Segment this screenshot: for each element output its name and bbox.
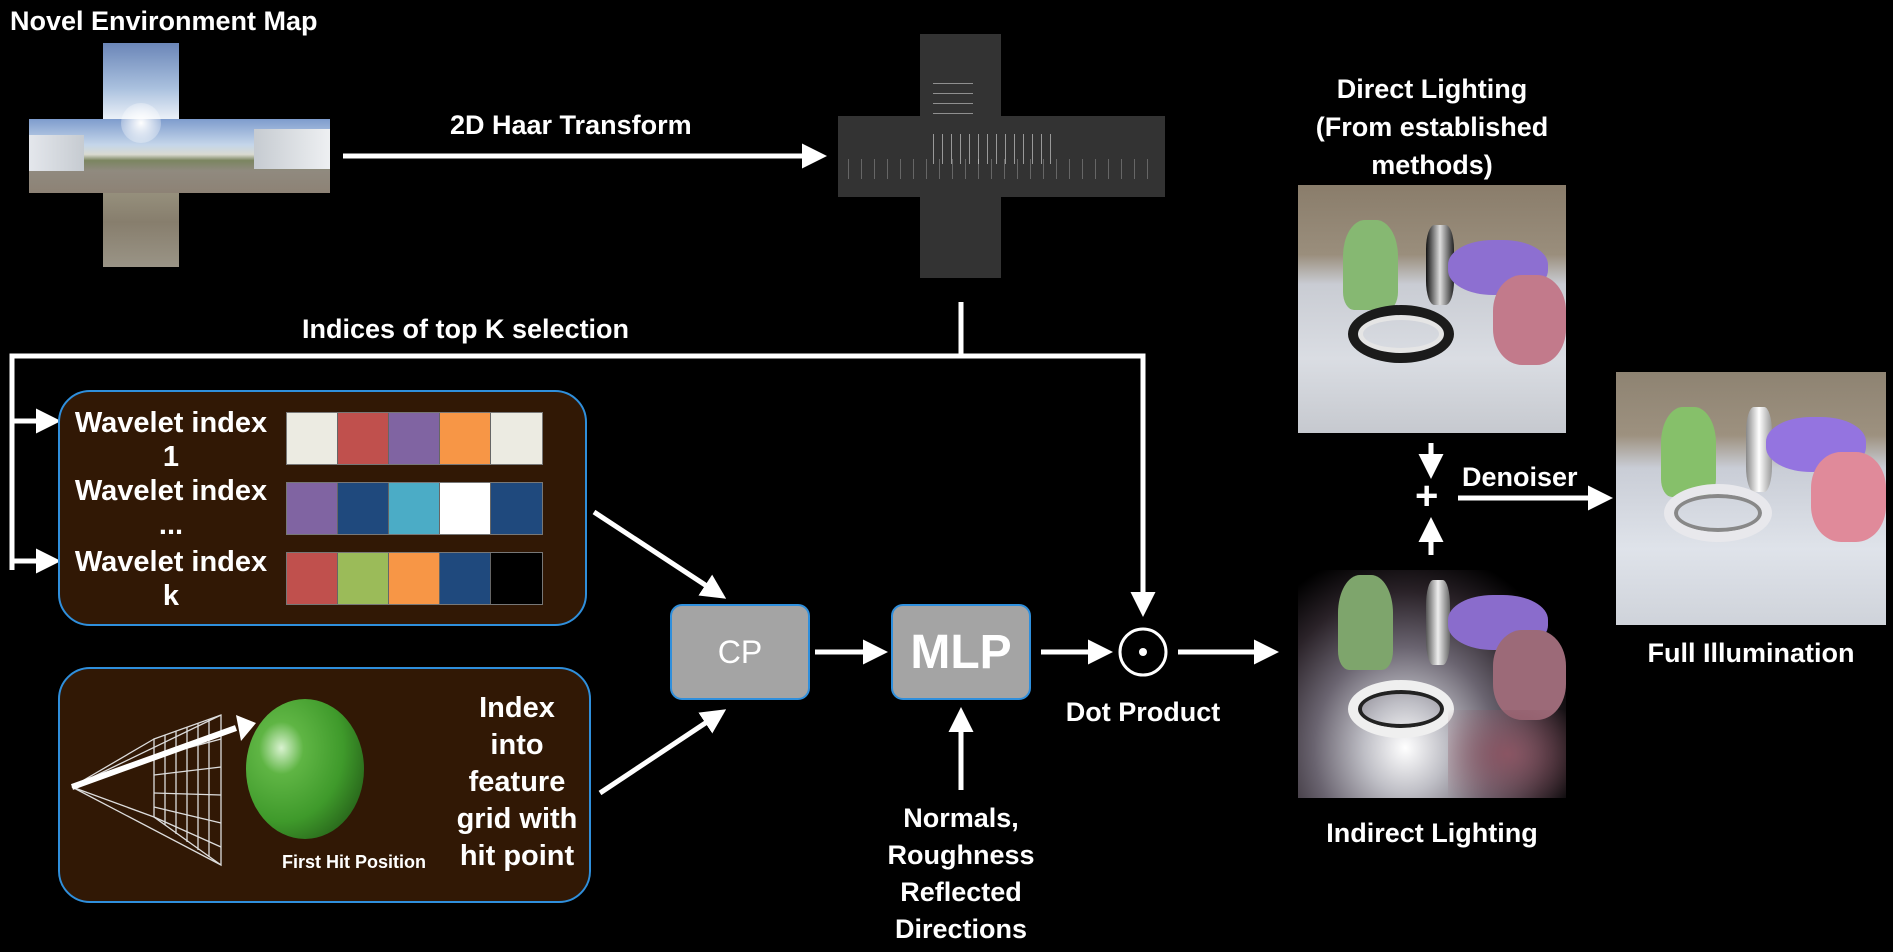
text-line: Directions	[894, 914, 1028, 944]
env-map-title: Novel Environment Map	[10, 6, 318, 36]
wavelet-row-k-features	[286, 552, 543, 605]
text-line: grid with	[456, 803, 578, 835]
text-line: Index	[479, 692, 555, 724]
feature-swatch	[491, 413, 542, 464]
text-line: methods)	[1371, 150, 1493, 180]
haar-transform-label: 2D Haar Transform	[450, 110, 692, 140]
mlp-node: MLP	[891, 604, 1031, 700]
plus-sign: +	[1415, 474, 1439, 518]
denoiser-label: Denoiser	[1462, 462, 1578, 492]
direct-lighting-image	[1298, 185, 1566, 433]
feature-swatch	[440, 553, 491, 604]
feature-swatch	[389, 553, 440, 604]
text-line: feature	[468, 766, 566, 798]
feature-swatch	[491, 553, 542, 604]
feature-swatch	[440, 483, 491, 534]
wavelet-label-line1: Wavelet index	[74, 407, 268, 439]
indirect-lighting-label: Indirect Lighting	[1326, 818, 1538, 848]
wavelet-label-line2: k	[162, 580, 180, 612]
text-line: Reflected	[900, 877, 1022, 907]
text-line: (From established	[1315, 112, 1549, 142]
wavelet-label-line2: 1	[162, 441, 180, 473]
topk-label: Indices of top K selection	[302, 314, 630, 344]
cp-node: CP	[670, 604, 810, 700]
arrow-wavelet-to-cp	[592, 509, 727, 599]
text-line: Normals,	[903, 803, 1019, 833]
feature-swatch	[440, 413, 491, 464]
feature-swatch	[389, 483, 440, 534]
direct-lighting-title: Direct Lighting (From established method…	[1282, 70, 1582, 184]
dot-product-center	[1139, 648, 1147, 656]
text-line: Roughness	[887, 840, 1035, 870]
wavelet-label-line1: Wavelet index	[74, 475, 268, 507]
wavelet-row-2-label: Wavelet index ...	[66, 474, 276, 542]
wavelet-label-line1: Wavelet index	[74, 546, 268, 578]
dot-product-label: Dot Product	[1065, 697, 1221, 727]
indirect-lighting-image	[1298, 570, 1566, 798]
feature-swatch	[287, 553, 338, 604]
feature-swatch	[491, 483, 542, 534]
wavelet-row-k-label: Wavelet index k	[66, 545, 276, 613]
feature-swatch	[389, 413, 440, 464]
index-into-grid-text: Index into feature grid with hit point	[452, 690, 582, 875]
mlp-inputs-text: Normals, Roughness Reflected Directions	[851, 800, 1071, 948]
feature-swatch	[338, 553, 389, 604]
camera-frustum-diagram	[70, 699, 364, 867]
dot-product-circle	[1118, 627, 1168, 677]
full-illumination-image	[1616, 372, 1886, 625]
wavelet-row-1-features	[286, 412, 543, 465]
haar-coefficients-image	[838, 34, 1165, 278]
text-line: hit point	[459, 840, 575, 872]
sphere	[246, 699, 364, 839]
wavelet-row-1-label: Wavelet index 1	[66, 406, 276, 474]
feature-swatch	[338, 413, 389, 464]
feature-swatch	[287, 413, 338, 464]
text-line: Direct Lighting	[1336, 74, 1528, 104]
first-hit-caption: First Hit Position	[282, 852, 426, 872]
environment-map-image	[29, 43, 330, 267]
text-line: into	[490, 729, 544, 761]
wavelet-label-line2: ...	[158, 509, 184, 541]
full-illumination-label: Full Illumination	[1647, 638, 1855, 668]
feature-swatch	[287, 483, 338, 534]
feature-swatch	[338, 483, 389, 534]
wavelet-row-2-features	[286, 482, 543, 535]
arrow-hit-to-cp	[598, 709, 727, 796]
topk-bus	[9, 353, 1156, 617]
